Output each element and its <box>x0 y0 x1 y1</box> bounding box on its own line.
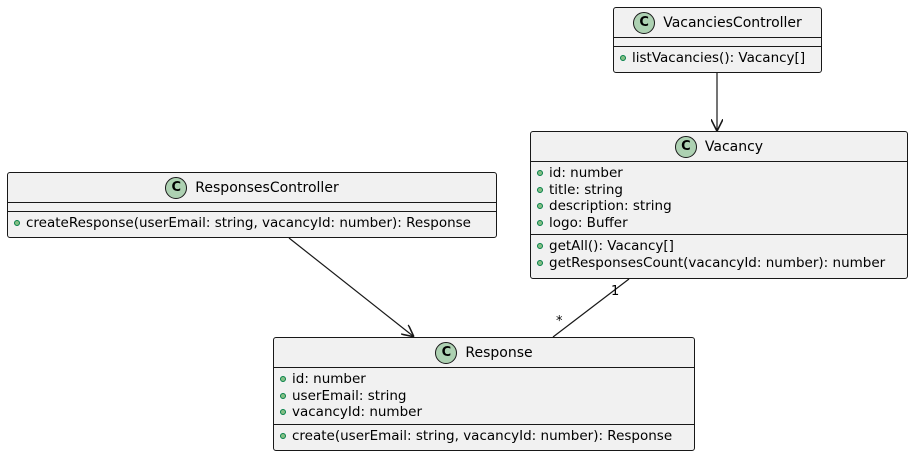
method-item: create(userEmail: string, vacancyId: num… <box>274 428 694 445</box>
class-c-icon: C <box>165 176 188 199</box>
method-signature: getAll(): Vacancy[] <box>549 238 674 255</box>
class-name: Vacancy <box>704 138 764 155</box>
fields-section: id: number userEmail: string vacancyId: … <box>274 368 694 425</box>
class-header: C VacanciesController <box>614 8 821 38</box>
field-signature: id: number <box>549 165 623 182</box>
class-responsescontroller: C ResponsesController createResponse(use… <box>7 172 497 238</box>
class-vacanciescontroller: C VacanciesController listVacancies(): V… <box>613 7 822 73</box>
field-item: id: number <box>274 371 694 388</box>
class-c-icon: C <box>633 11 656 34</box>
public-visibility-icon <box>620 55 626 62</box>
method-signature: getResponsesCount(vacancyId: number): nu… <box>549 254 886 271</box>
field-signature: userEmail: string <box>292 387 407 404</box>
field-signature: description: string <box>549 198 672 215</box>
class-c-icon: C <box>435 341 458 364</box>
field-item: description: string <box>531 198 907 215</box>
vacancy-response-association <box>552 278 630 338</box>
class-name: ResponsesController <box>195 179 339 196</box>
public-visibility-icon <box>280 376 286 383</box>
methods-section: listVacancies(): Vacancy[] <box>614 47 821 70</box>
class-name: Response <box>465 344 533 361</box>
field-signature: id: number <box>292 371 366 388</box>
field-signature: logo: Buffer <box>549 214 628 231</box>
public-visibility-icon <box>537 203 543 210</box>
responsescontroller-to-response-arrow <box>288 237 413 336</box>
class-header: C Vacancy <box>531 132 907 162</box>
public-visibility-icon <box>537 243 543 250</box>
public-visibility-icon <box>537 219 543 226</box>
field-signature: vacancyId: number <box>292 404 423 421</box>
method-item: getAll(): Vacancy[] <box>531 238 907 255</box>
field-item: vacancyId: number <box>274 404 694 421</box>
public-visibility-icon <box>537 186 543 193</box>
methods-section: getAll(): Vacancy[] getResponsesCount(va… <box>531 235 907 274</box>
fields-section: id: number title: string description: st… <box>531 162 907 235</box>
method-item: createResponse(userEmail: string, vacanc… <box>8 215 496 232</box>
method-signature: createResponse(userEmail: string, vacanc… <box>26 215 471 232</box>
class-c-icon: C <box>674 135 697 158</box>
public-visibility-icon <box>280 432 286 439</box>
multiplicity-vacancy-end: 1 <box>611 284 620 299</box>
methods-section: createResponse(userEmail: string, vacanc… <box>8 212 496 235</box>
fields-section <box>614 38 821 47</box>
field-item: userEmail: string <box>274 388 694 405</box>
field-signature: title: string <box>549 181 623 198</box>
method-signature: create(userEmail: string, vacancyId: num… <box>292 427 673 444</box>
public-visibility-icon <box>14 220 20 227</box>
class-header: C Response <box>274 338 694 368</box>
class-vacancy: C Vacancy id: number title: string descr… <box>530 131 908 279</box>
class-response: C Response id: number userEmail: string … <box>273 337 695 451</box>
public-visibility-icon <box>537 259 543 266</box>
public-visibility-icon <box>537 170 543 177</box>
method-item: listVacancies(): Vacancy[] <box>614 50 821 67</box>
multiplicity-response-end: * <box>556 314 563 329</box>
method-item: getResponsesCount(vacancyId: number): nu… <box>531 255 907 272</box>
method-signature: listVacancies(): Vacancy[] <box>632 50 806 67</box>
methods-section: create(userEmail: string, vacancyId: num… <box>274 425 694 448</box>
field-item: id: number <box>531 165 907 182</box>
class-name: VacanciesController <box>663 14 802 31</box>
public-visibility-icon <box>280 409 286 416</box>
public-visibility-icon <box>280 392 286 399</box>
class-header: C ResponsesController <box>8 173 496 203</box>
fields-section <box>8 203 496 212</box>
field-item: logo: Buffer <box>531 215 907 232</box>
field-item: title: string <box>531 182 907 199</box>
